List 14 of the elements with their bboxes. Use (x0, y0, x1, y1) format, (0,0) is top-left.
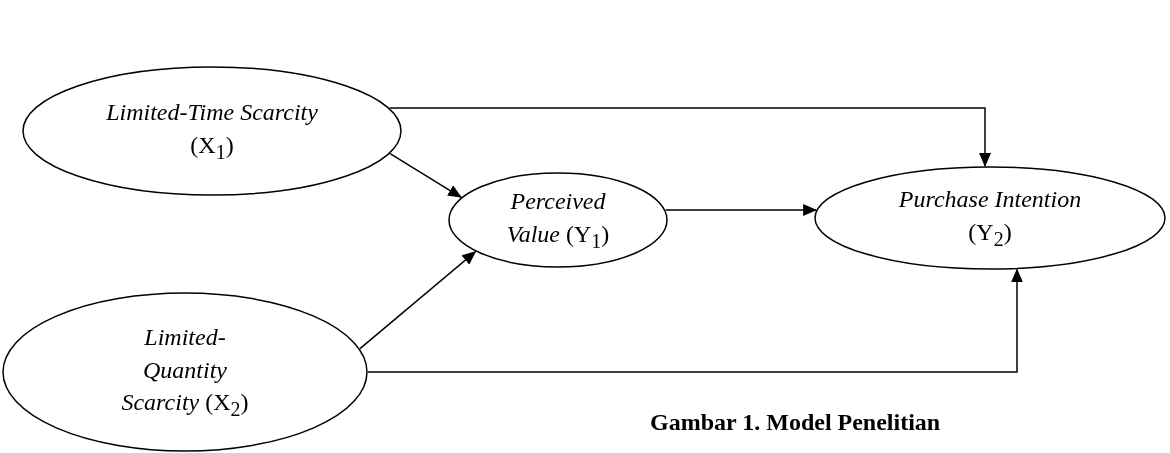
oval-node (814, 166, 1166, 270)
arrow (664, 204, 818, 216)
arrow (389, 152, 462, 199)
variable-label: Perceived Value (Y$_{1}$) (505, 187, 611, 254)
arrow (367, 268, 1023, 373)
oval-node (448, 172, 668, 268)
oval-node (2, 292, 368, 452)
arrow (388, 107, 991, 167)
oval-node (22, 66, 402, 196)
figure-caption: Gambar 1. Model Penelitian (650, 409, 941, 436)
arrow (359, 250, 477, 350)
variable-label: Limited-Quantity Scarcity (X$_{2}$) (120, 323, 250, 422)
variable-label: Limited-Time Scarcity (X$_{1}$) (105, 98, 319, 165)
variable-label: Purchase Intention (Y$_{2}$) (897, 185, 1083, 252)
